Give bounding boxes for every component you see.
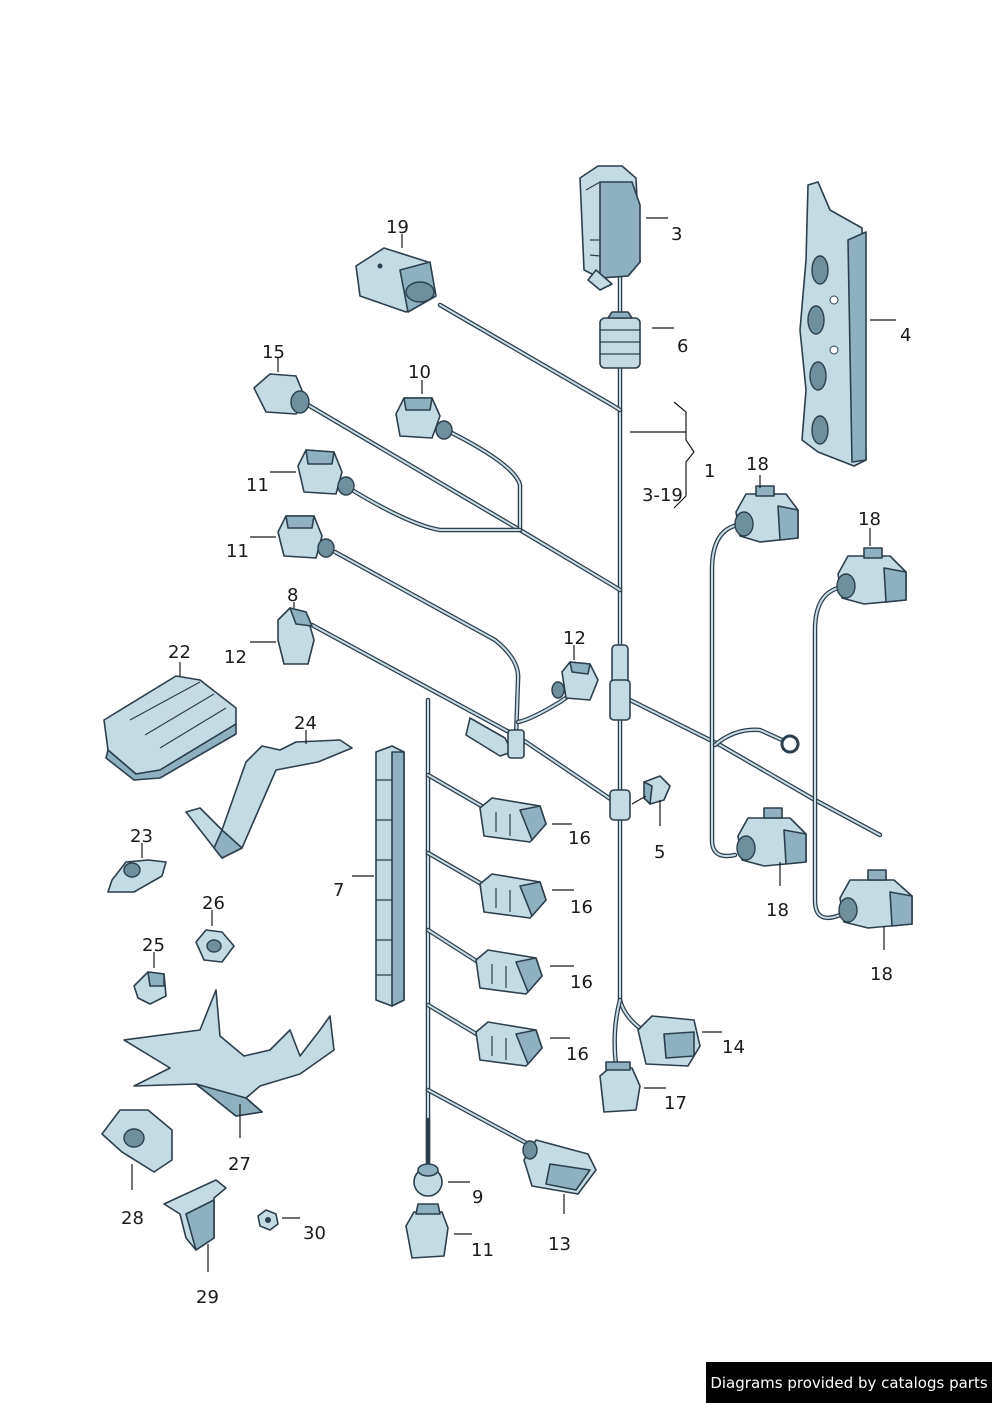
part-29-clip — [163, 1179, 227, 1251]
part-12-connector-left — [277, 607, 315, 665]
part-19-connector — [355, 247, 437, 313]
part-6-grommet — [599, 311, 641, 369]
callout-25: 25 — [142, 935, 165, 956]
callout-labels: 19 3 6 4 15 10 1 3-19 18 18 11 11 8 12 1… — [121, 217, 911, 1308]
part-23-clip — [107, 859, 167, 893]
part-24-bracket — [185, 739, 353, 859]
callout-30: 30 — [303, 1223, 326, 1244]
part-5-holder — [643, 775, 671, 805]
callout-28: 28 — [121, 1208, 144, 1229]
callout-16-c: 16 — [570, 972, 593, 993]
callout-18-a: 18 — [746, 454, 769, 475]
part-18-connector-b — [836, 547, 907, 605]
part-11-connector-lower — [405, 1203, 449, 1259]
part-9-sleeve — [413, 1163, 443, 1197]
part-15-connector — [253, 373, 310, 415]
ground-eyelet — [780, 734, 800, 754]
callout-24: 24 — [294, 713, 317, 734]
part-12-connector-right — [551, 661, 599, 701]
part-16-connector-c — [475, 949, 543, 995]
callout-5: 5 — [654, 842, 665, 863]
callout-11-a: 11 — [246, 475, 269, 496]
part-18-connector-d — [838, 869, 913, 929]
callout-9: 9 — [472, 1187, 483, 1208]
callout-18-d: 18 — [870, 964, 893, 985]
part-17-connector — [599, 1061, 641, 1113]
part-16-connector-a — [479, 797, 547, 843]
callout-23: 23 — [130, 826, 153, 847]
callout-16-b: 16 — [570, 897, 593, 918]
part-28-holder — [101, 1109, 173, 1173]
part-14-connector — [637, 1015, 701, 1067]
part-16-connector-d — [475, 1021, 543, 1067]
callout-7: 7 — [333, 880, 344, 901]
callout-15: 15 — [262, 342, 285, 363]
callout-26: 26 — [202, 893, 225, 914]
part-7-strip — [375, 745, 405, 1007]
callout-3: 3 — [671, 224, 682, 245]
harness-wires — [305, 272, 883, 1173]
junction-sleeves — [465, 644, 631, 821]
callout-4: 4 — [900, 325, 911, 346]
callout-17: 17 — [664, 1093, 687, 1114]
callout-3-19: 3-19 — [642, 485, 683, 506]
part-25-clip — [133, 971, 167, 1005]
callout-11-c: 11 — [471, 1240, 494, 1261]
part-10-connector — [395, 397, 453, 440]
callout-12-b: 12 — [563, 628, 586, 649]
part-27-bracket — [123, 989, 335, 1117]
part-4-bracket — [799, 181, 867, 467]
callout-11-b: 11 — [226, 541, 249, 562]
part-13-connector — [522, 1139, 597, 1195]
part-3-connector-housing — [579, 165, 641, 291]
part-16-connector-b — [479, 873, 547, 919]
part-11-connector-upper — [297, 449, 355, 496]
credit-banner: Diagrams provided by catalogs parts — [706, 1362, 992, 1403]
callout-22: 22 — [168, 642, 191, 663]
part-18-connector-a — [734, 485, 799, 543]
callout-12-a: 12 — [224, 647, 247, 668]
callout-18-c: 18 — [766, 900, 789, 921]
callout-18-b: 18 — [858, 509, 881, 530]
callout-6: 6 — [677, 336, 688, 357]
callout-29: 29 — [196, 1287, 219, 1308]
callout-19: 19 — [386, 217, 409, 238]
leader-lines — [131, 217, 896, 1272]
part-26-clip — [195, 929, 235, 963]
callout-16-d: 16 — [566, 1044, 589, 1065]
part-22-cover — [103, 675, 237, 781]
callout-10: 10 — [408, 362, 431, 383]
part-30-nut — [257, 1209, 279, 1231]
callout-27: 27 — [228, 1154, 251, 1175]
callout-14: 14 — [722, 1037, 745, 1058]
part-11-connector-middle — [277, 515, 335, 559]
callout-13: 13 — [548, 1234, 571, 1255]
credit-text: Diagrams provided by catalogs parts — [710, 1373, 988, 1392]
callout-8: 8 — [287, 585, 298, 606]
callout-1: 1 — [704, 461, 715, 482]
part-18-connector-c — [736, 807, 807, 867]
callout-16-a: 16 — [568, 828, 591, 849]
